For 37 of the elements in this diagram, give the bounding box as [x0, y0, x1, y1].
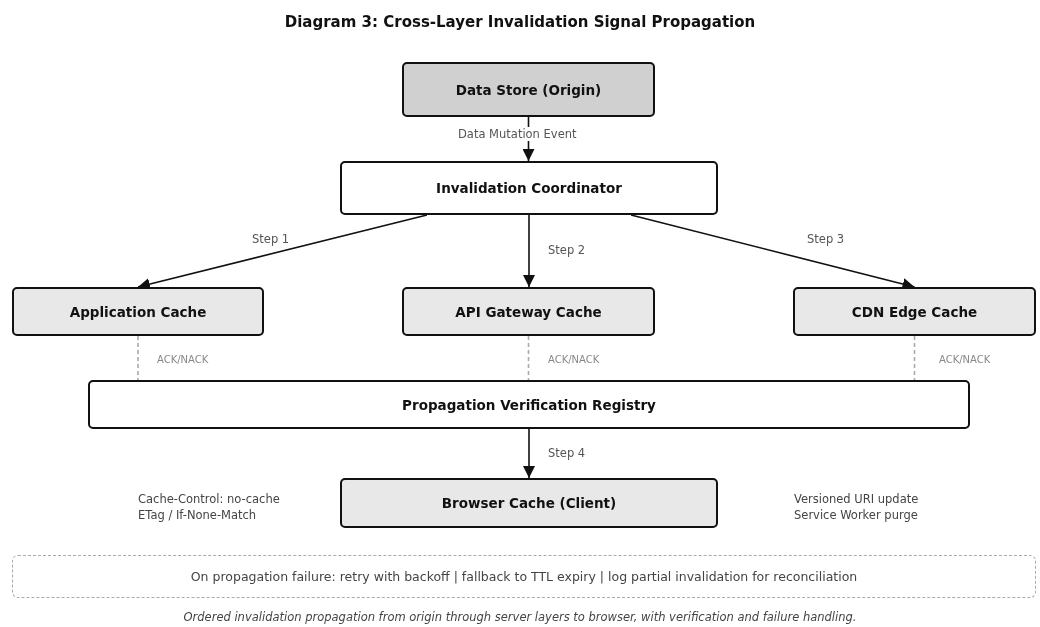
process-box: [402, 62, 655, 117]
box-label: Propagation Verification Registry: [402, 396, 656, 413]
process-box: [88, 380, 970, 429]
edge-label: Data Mutation Event: [457, 127, 578, 141]
arrow: [630, 214, 916, 290]
process-box: [12, 287, 264, 336]
edge-label: ACK/NACK: [547, 354, 601, 365]
arrow: [137, 214, 428, 290]
side-note: Service Worker purge: [794, 508, 918, 522]
side-note: ETag / If-None-Match: [138, 508, 257, 522]
edge-label: Step 1: [251, 232, 291, 246]
process-box: [402, 287, 655, 336]
edge-label: ACK/NACK: [938, 354, 992, 365]
process-box: [340, 478, 718, 528]
edge-label: ACK/NACK: [156, 354, 210, 365]
side-note: Versioned URI update: [794, 492, 919, 506]
process-box: [340, 161, 718, 215]
dashed-connector: [527, 335, 530, 381]
box-label: Data Store (Origin): [455, 81, 602, 98]
dashed-connector: [913, 335, 916, 381]
edge-label: Step 4: [547, 446, 587, 460]
box-label: CDN Edge Cache: [851, 303, 978, 320]
side-note: Cache-Control: no-cache: [138, 492, 280, 506]
box-label: Application Cache: [69, 303, 207, 320]
arrow: [523, 214, 535, 288]
caption: Ordered invalidation propagation from origin through server layers to browser, with verification and failure handling.: [182, 610, 858, 624]
edge-label: Step 3: [806, 232, 846, 246]
edge-label: Step 2: [547, 243, 587, 257]
note-box: [12, 555, 1036, 598]
box-label: On propagation failure: retry with backoff | fallback to TTL expiry | log partial invalidation for reconciliation: [190, 569, 858, 584]
diagram-title: Diagram 3: Cross-Layer Invalidation Signal Propagation: [283, 13, 757, 31]
dashed-connector: [137, 335, 139, 381]
process-box: [793, 287, 1036, 336]
box-label: Invalidation Coordinator: [436, 180, 622, 196]
arrow: [523, 428, 535, 479]
box-label: Browser Cache (Client): [441, 495, 617, 511]
box-label: API Gateway Cache: [455, 303, 602, 320]
